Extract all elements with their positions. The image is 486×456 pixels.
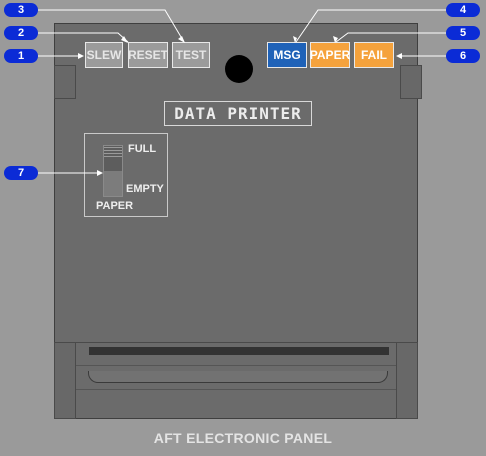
paper-gauge: [84, 133, 168, 217]
left-upper-bracket: [54, 65, 76, 99]
msg-button[interactable]: MSG: [267, 42, 307, 68]
reset-button[interactable]: RESET: [128, 42, 168, 68]
paper-gauge-level: [104, 171, 122, 196]
paper-slot: [89, 347, 389, 355]
gauge-paper-label: PAPER: [96, 200, 134, 212]
exit-divider: [76, 365, 396, 366]
callout-3: 3: [4, 3, 38, 17]
tray-divider: [76, 389, 396, 390]
panel-caption: AFT ELECTRONIC PANEL: [153, 430, 333, 446]
paper-exit-area: [54, 342, 418, 419]
callout-1: 1: [4, 49, 38, 63]
slew-button[interactable]: SLEW: [85, 42, 123, 68]
paper-tray: [88, 371, 388, 383]
callout-5: 5: [446, 26, 480, 40]
printer-knob[interactable]: [225, 55, 253, 83]
gauge-full-label: FULL: [128, 143, 157, 155]
printer-title: DATA PRINTER: [164, 101, 312, 126]
callout-6: 6: [446, 49, 480, 63]
paper-button[interactable]: PAPER: [310, 42, 350, 68]
callout-4: 4: [446, 3, 480, 17]
paper-gauge-ticks: [104, 147, 122, 157]
right-upper-bracket: [400, 65, 422, 99]
callout-7: 7: [4, 166, 38, 180]
fail-button[interactable]: FAIL: [354, 42, 394, 68]
test-button[interactable]: TEST: [172, 42, 210, 68]
gauge-empty-label: EMPTY: [126, 183, 164, 195]
callout-2: 2: [4, 26, 38, 40]
